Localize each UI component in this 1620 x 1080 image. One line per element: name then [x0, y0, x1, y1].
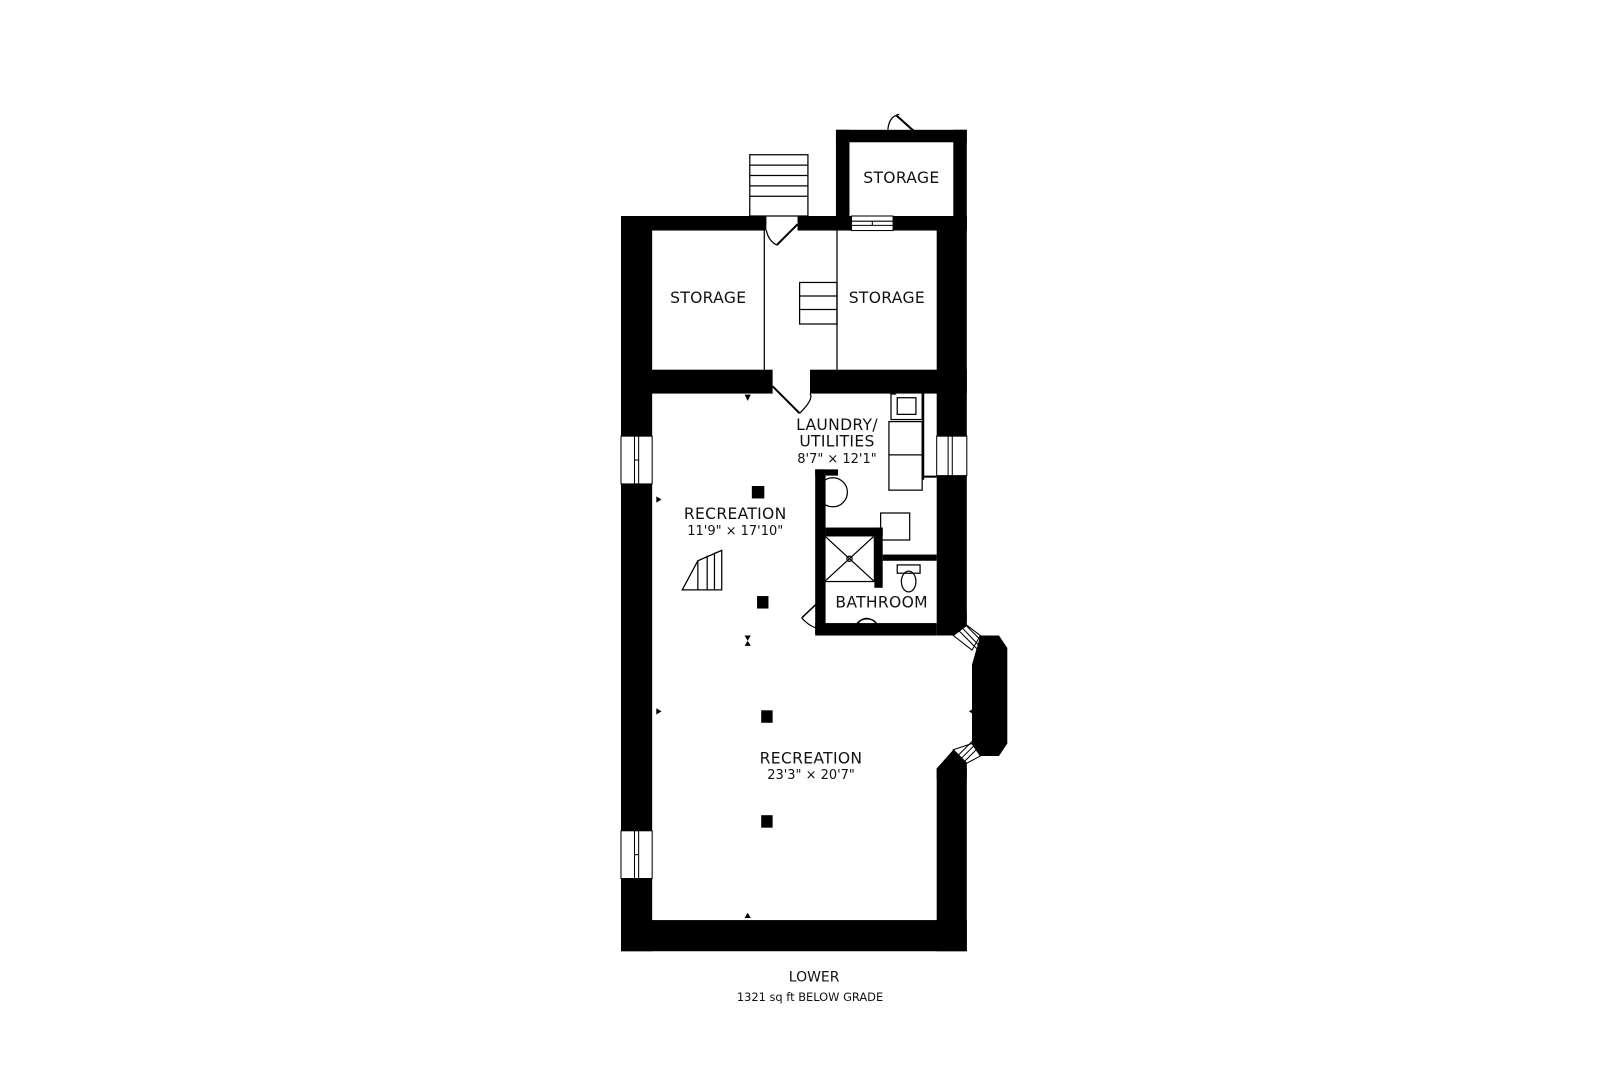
room-label-recreation-lower: RECREATION — [760, 749, 863, 767]
room-dimensions-laundry: 8'7" × 12'1" — [797, 452, 876, 467]
windows — [620, 215, 986, 880]
room-label-bathroom: BATHROOM — [835, 594, 928, 612]
room-label-laundry-line2: UTILITIES — [799, 433, 874, 451]
room-label-storage-right: STORAGE — [849, 289, 925, 307]
interior-lines — [681, 113, 923, 630]
posts — [656, 389, 975, 918]
room-dimensions-recreation-upper: 11'9" × 17'10" — [687, 524, 783, 539]
room-label-storage-top-right: STORAGE — [863, 169, 939, 187]
room-labels: STORAGE STORAGE STORAGE LAUNDRY/ UTILITI… — [670, 169, 939, 783]
walls — [621, 129, 1008, 952]
room-label-laundry-line1: LAUNDRY/ — [796, 416, 878, 434]
area-caption: 1321 sq ft BELOW GRADE — [737, 990, 883, 1004]
room-dimensions-recreation-lower: 23'3" × 20'7" — [767, 768, 855, 783]
room-label-storage-left: STORAGE — [670, 289, 746, 307]
inner-walls — [815, 392, 937, 636]
level-name: LOWER — [789, 969, 840, 985]
caption: LOWER 1321 sq ft BELOW GRADE — [737, 969, 883, 1004]
room-label-recreation-upper: RECREATION — [684, 505, 787, 523]
